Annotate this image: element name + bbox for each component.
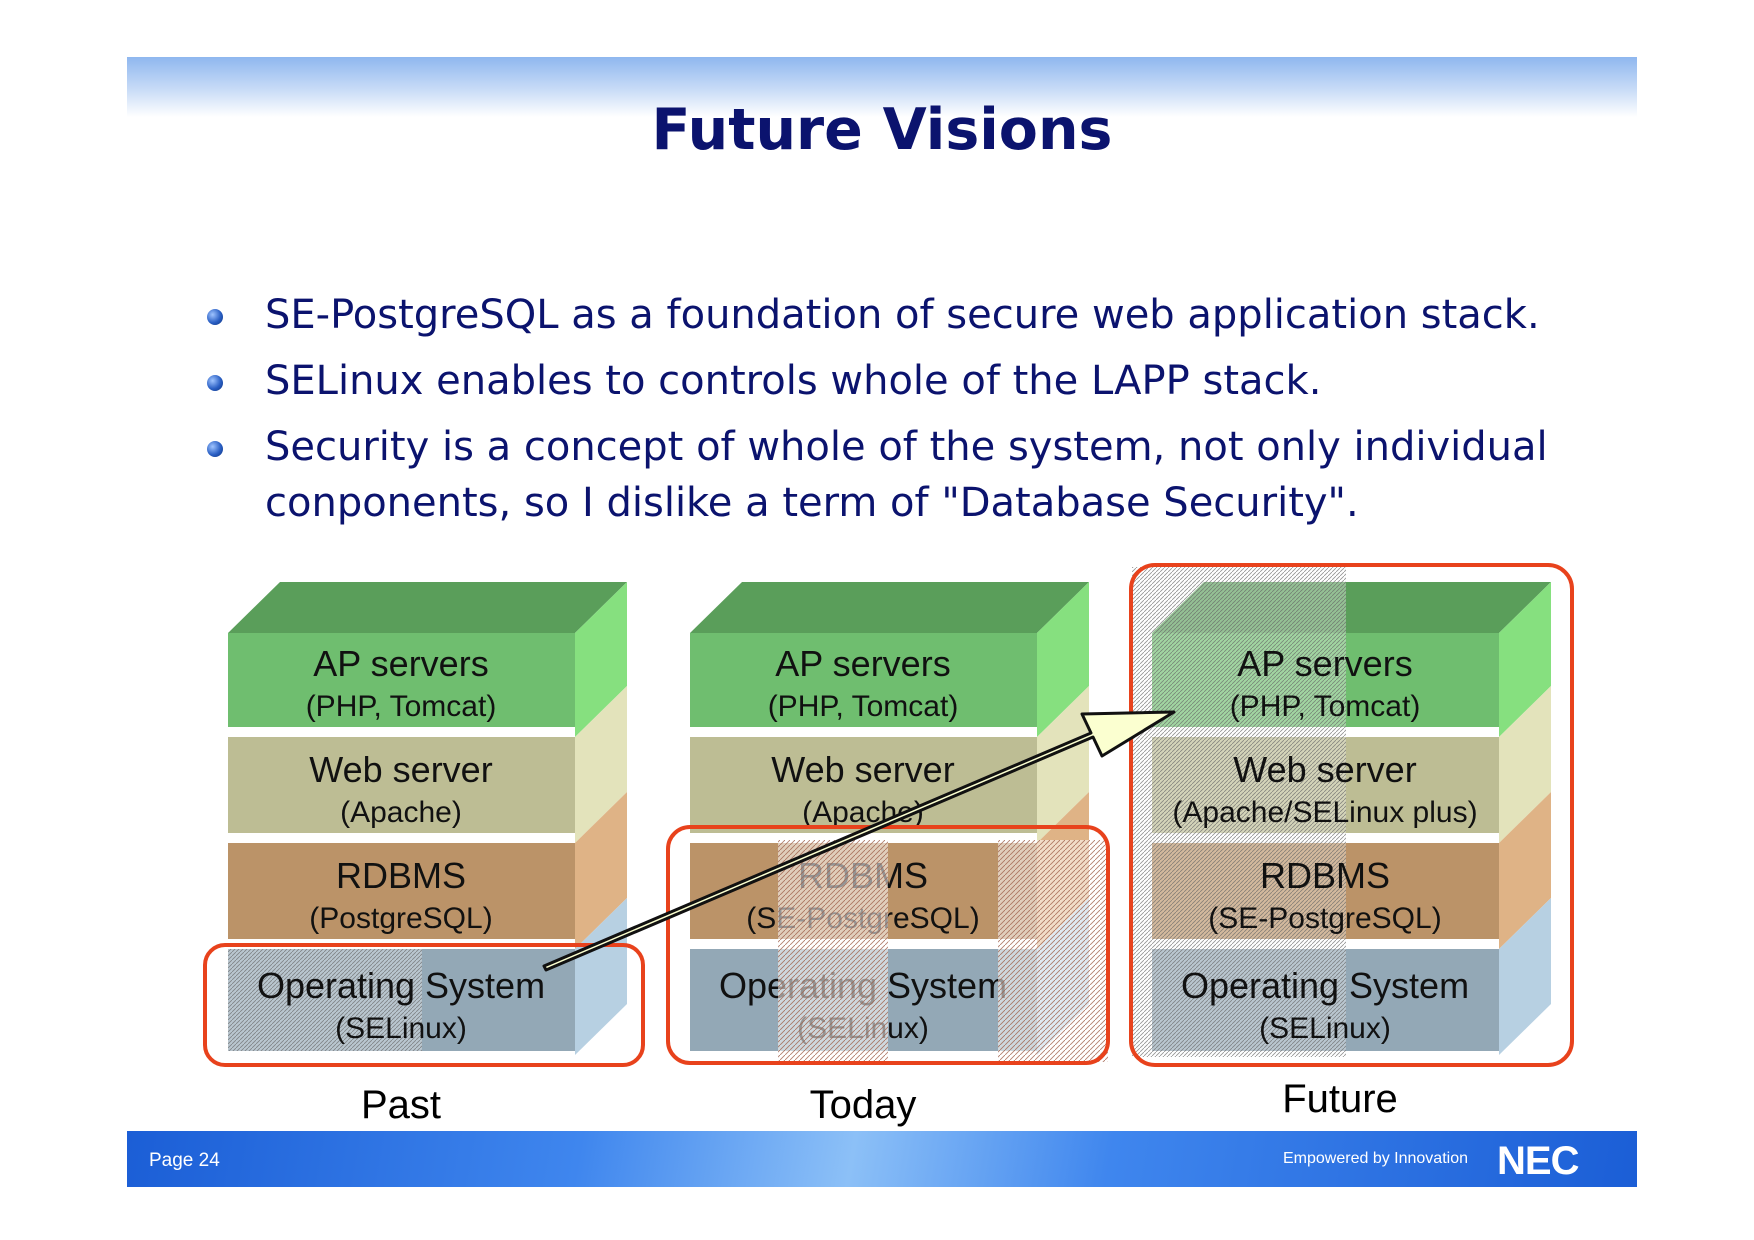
bullet-item: Security is a concept of whole of the sy… [207,419,1607,531]
layer-subtitle: (SELinux) [335,1012,467,1045]
page-number: Page 24 [149,1150,220,1171]
ap-side-face [1499,582,1551,737]
selinux-coverage-hatch [998,840,1108,1062]
layer-title: AP servers [313,643,488,684]
evolution-arrow [542,710,1176,972]
bullet-icon [207,441,223,457]
stack-label: Today [810,1083,917,1127]
layer-title: AP servers [775,643,950,684]
rdbms-side-face [1499,792,1551,949]
web-side-face [1499,686,1551,843]
bullet-item: SE-PostgreSQL as a foundation of secure … [207,287,1607,343]
layer-title: Operating System [257,965,545,1006]
web-side-face [1037,686,1089,843]
layer-title: Web server [1233,749,1416,790]
ap-front-face [228,633,575,727]
stack-label: Past [361,1083,441,1127]
layer-subtitle: (PHP, Tomcat) [768,690,959,723]
layer-title: AP servers [1237,643,1412,684]
layer-subtitle: (Apache/SELinux plus) [1172,796,1477,829]
selinux-coverage-hatch [1132,567,1346,1057]
bullet-icon [207,375,223,391]
nec-logo: NEC [1497,1139,1579,1183]
layer-title: RDBMS [336,855,466,896]
stack-past: AP servers (PHP, Tomcat) Web server (Apa… [203,582,645,1127]
layer-subtitle: (Apache) [340,796,462,829]
web-side-face [575,686,627,843]
bullet-list: SE-PostgreSQL as a foundation of secure … [207,287,1607,541]
stack-future: AP servers (PHP, Tomcat) Web server (Apa… [1129,563,1574,1121]
bullet-item: SELinux enables to controls whole of the… [207,353,1607,409]
ap-side-face [1037,582,1089,737]
footer-gradient-band [127,1131,1637,1187]
os-side-face [1499,898,1551,1055]
footer-tagline: Empowered by Innovation [1283,1150,1468,1167]
bullet-icon [207,309,223,325]
layer-subtitle: (PHP, Tomcat) [1230,690,1421,723]
rdbms-side-face [575,792,627,949]
slide-title: Future Visions [651,97,1113,163]
ap-top-face [228,582,627,633]
stack-today: AP servers (PHP, Tomcat) Web server (Apa… [666,582,1110,1127]
layer-subtitle: (SELinux) [1259,1012,1391,1045]
today-highlight-box [666,825,1110,1065]
past-highlight-box [203,943,645,1067]
ap-top-face [690,582,1089,633]
header-gradient-band [127,57,1637,117]
layer-title: Web server [309,749,492,790]
selinux-coverage-hatch [228,949,422,1051]
layer-subtitle: (SE-PostgreSQL) [1208,902,1441,935]
rdbms-front-face [228,843,575,939]
ap-side-face [575,582,627,737]
layer-title: RDBMS [1260,855,1390,896]
web-front-face [228,737,575,833]
selinux-coverage-hatch [778,840,888,1062]
layer-title: Operating System [1181,965,1469,1006]
layer-subtitle: (PostgreSQL) [309,902,492,935]
stack-label: Future [1282,1077,1398,1121]
future-highlight-box [1129,563,1574,1067]
layer-title: Web server [771,749,954,790]
ap-front-face [690,633,1037,727]
layer-subtitle: (PHP, Tomcat) [306,690,497,723]
